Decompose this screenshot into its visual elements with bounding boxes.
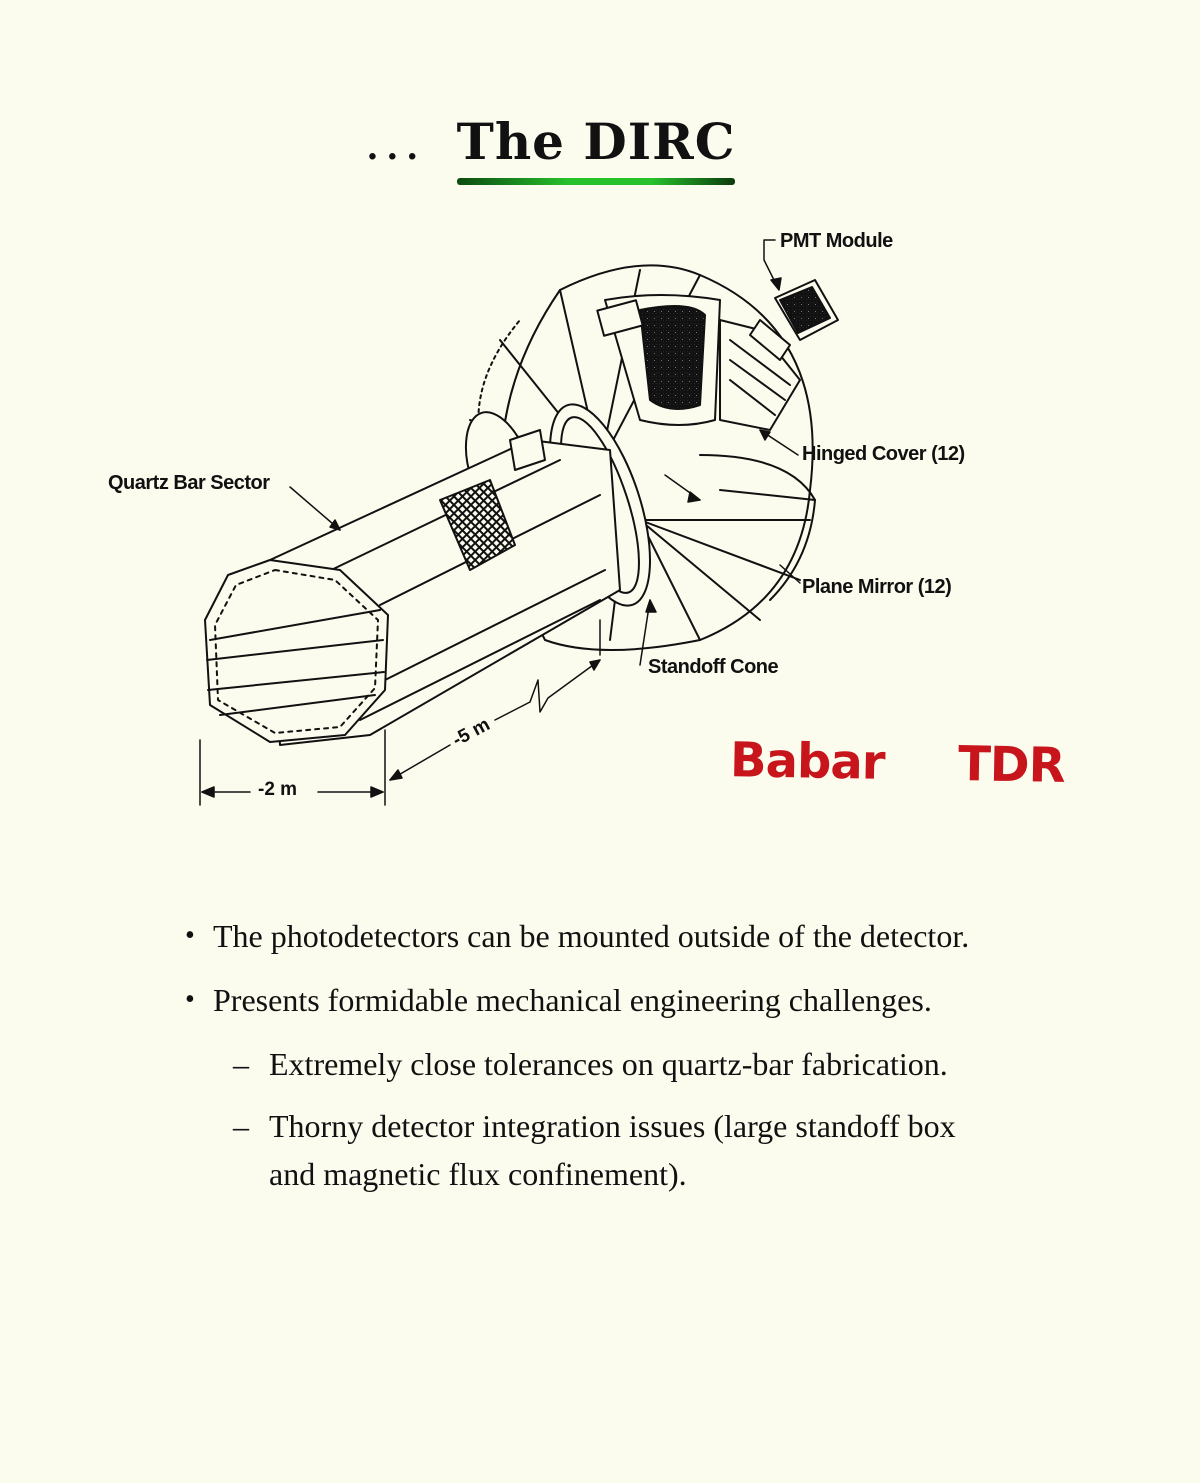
bullet-text: The photodetectors can be mounted outsid… [213, 918, 970, 954]
sub-bullet-text: Thorny detector integration issues (larg… [269, 1108, 956, 1192]
pmt-module [774, 279, 839, 341]
title-main: The DIRC [456, 112, 736, 185]
sub-bullet-item: – Extremely close tolerances on quartz-b… [185, 1040, 1005, 1088]
bullet-text: Presents formidable mechanical engineeri… [213, 982, 932, 1018]
bullet-item: • Presents formidable mechanical enginee… [185, 976, 1005, 1024]
bullet-list: • The photodetectors can be mounted outs… [185, 912, 1005, 1202]
label-plane-mirror: Plane Mirror (12) [802, 576, 952, 598]
leader-lines [289, 239, 801, 666]
dash-marker: – [233, 1108, 249, 1144]
hinged-cover [699, 454, 816, 601]
label-hinged-cover: Hinged Cover (12) [802, 443, 965, 465]
dash-marker: – [233, 1046, 249, 1082]
bullet-marker: • [185, 984, 195, 1015]
dirc-diagram: PMT Module Hinged Cover (12) Quartz Bar … [108, 230, 965, 806]
title-text: The DIRC [456, 112, 736, 171]
dimension-width: -2 m [258, 779, 298, 800]
label-pmt-module: PMT Module [780, 230, 893, 252]
slide-title: ... The DIRC [0, 112, 1100, 185]
title-prefix: ... [364, 113, 425, 171]
title-underline [456, 178, 736, 185]
handwritten-note: Babar TDR [729, 732, 1066, 794]
bullet-marker: • [185, 920, 195, 951]
dimension-lines [199, 619, 601, 806]
sub-bullet-text: Extremely close tolerances on quartz-bar… [269, 1046, 948, 1082]
dirc-drawing [199, 239, 839, 806]
sub-bullet-item: – Thorny detector integration issues (la… [185, 1102, 1005, 1198]
bullet-item: • The photodetectors can be mounted outs… [185, 912, 1005, 960]
pmt-array [596, 294, 801, 431]
label-quartz-bar-sector: Quartz Bar Sector [108, 472, 270, 494]
octagon-end [204, 559, 389, 743]
label-standoff-cone: Standoff Cone [648, 656, 779, 678]
